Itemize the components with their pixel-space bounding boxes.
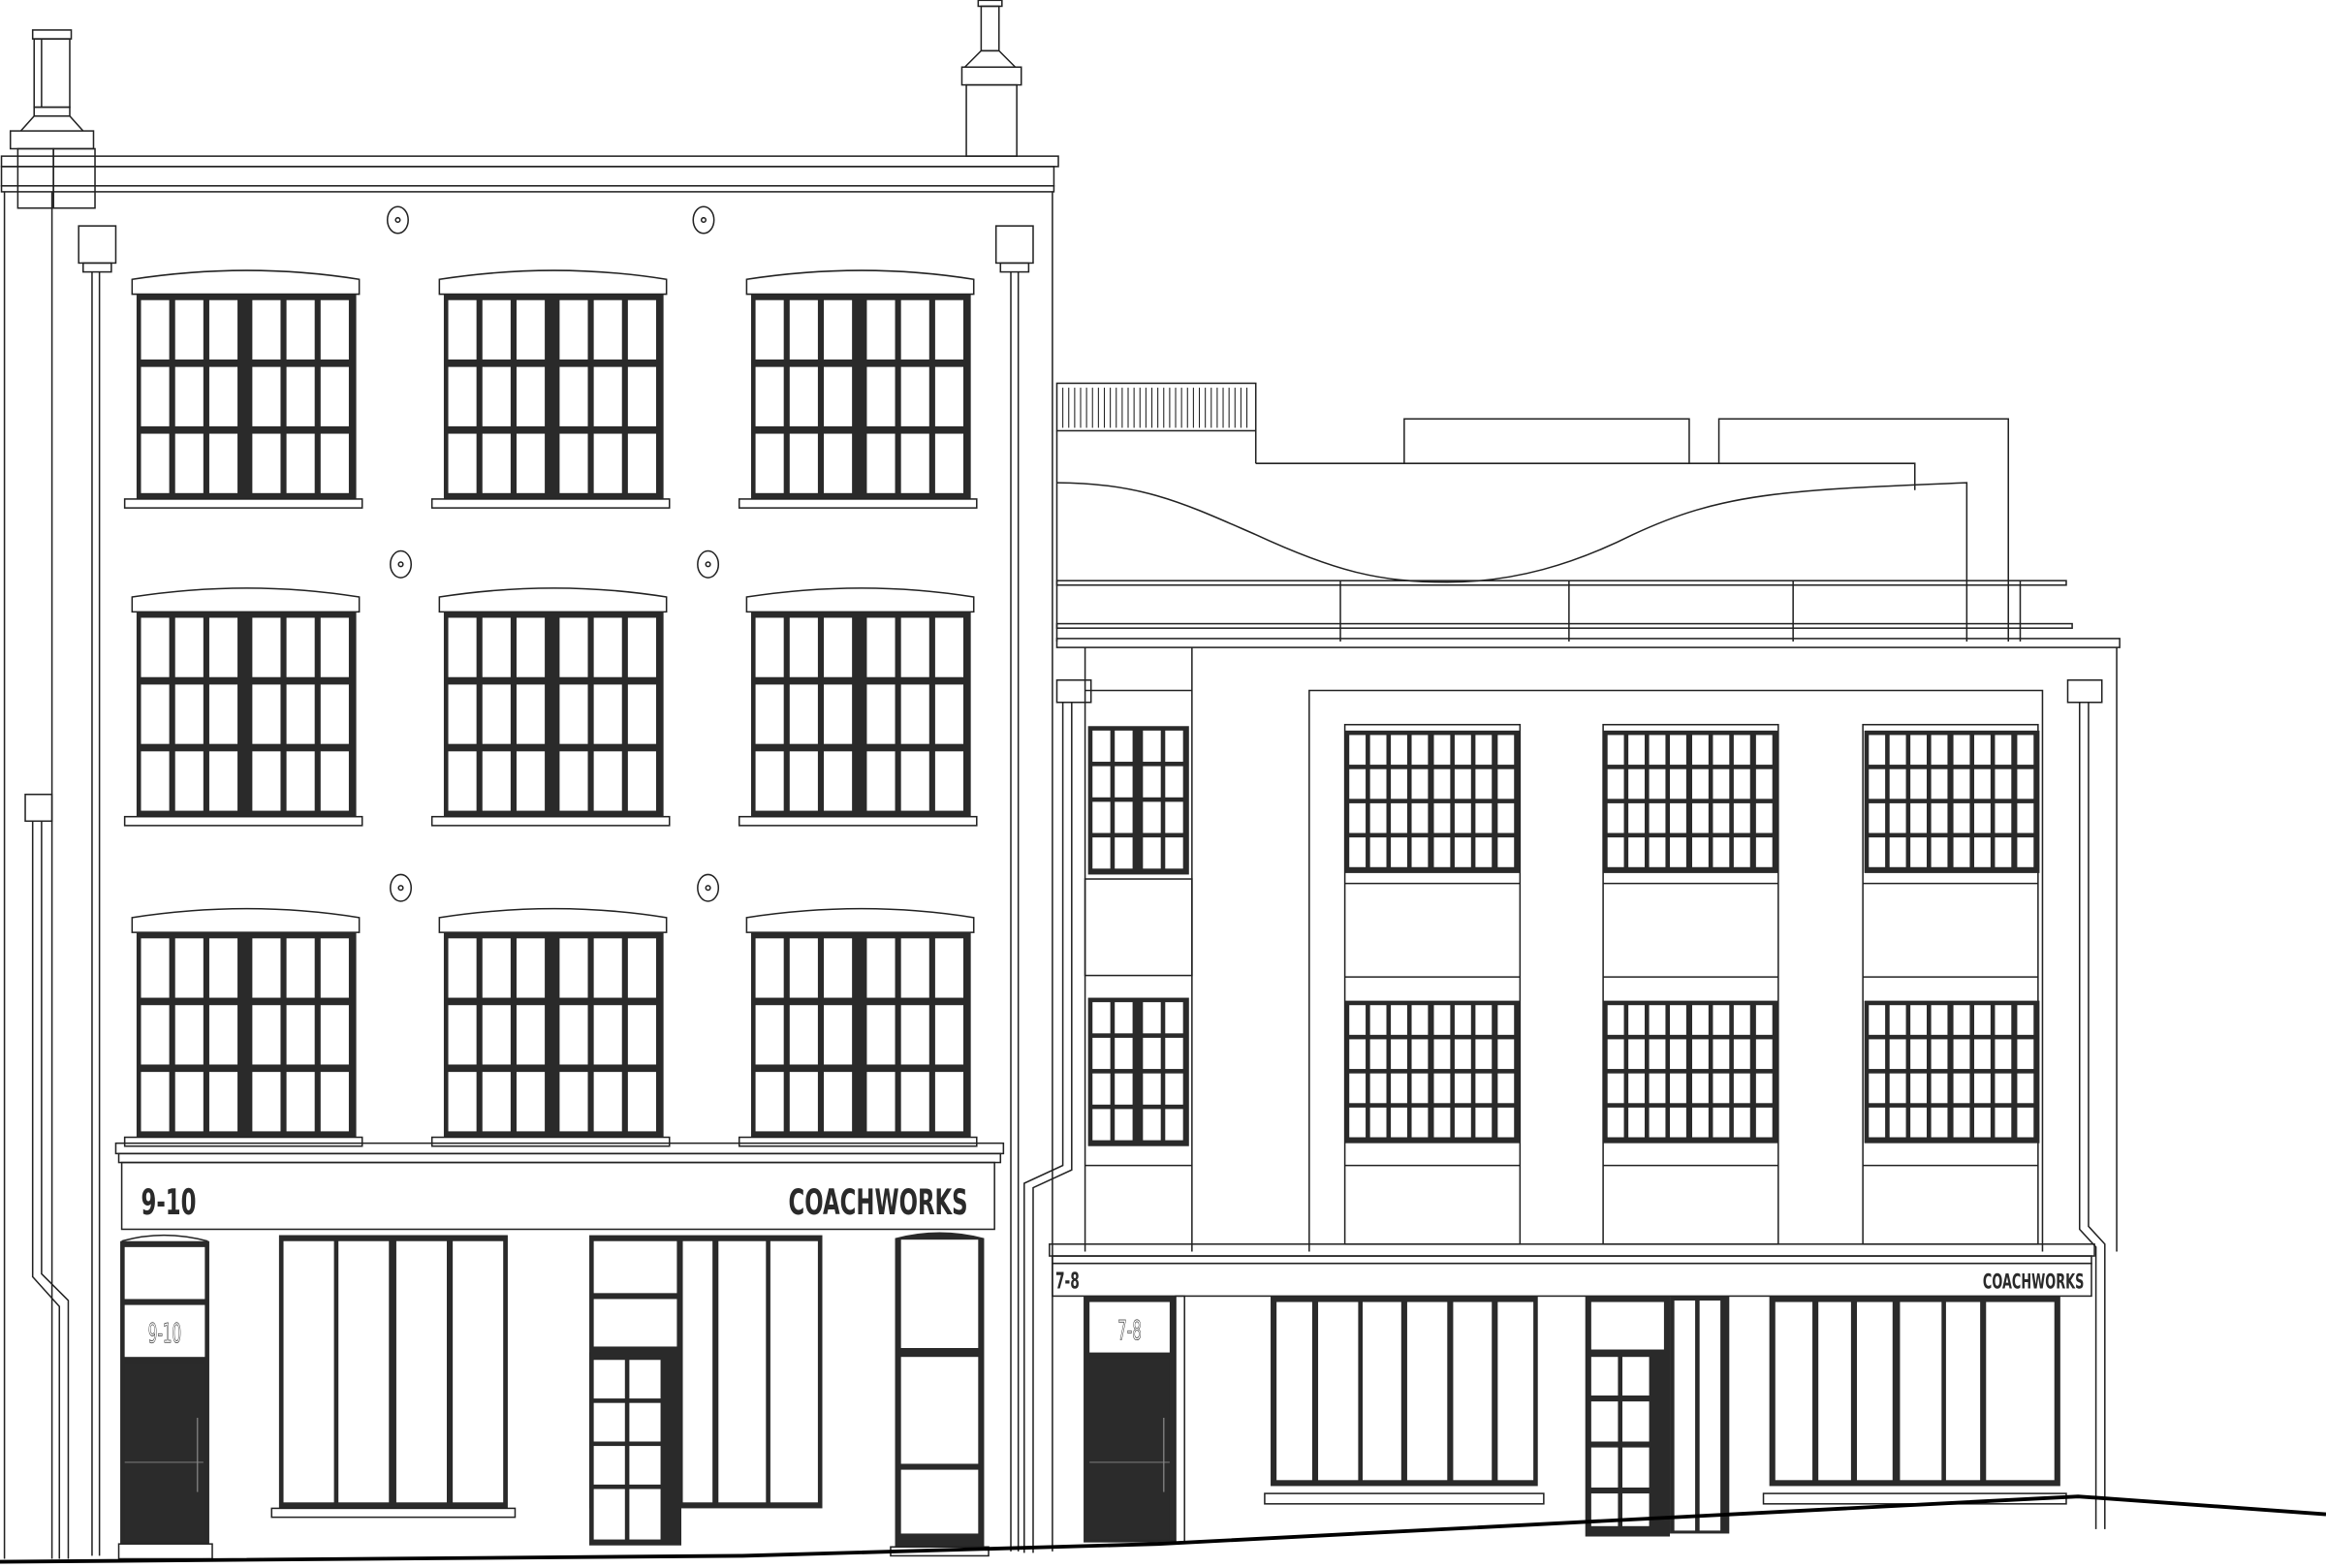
fascia-name: COACHWORKS — [1983, 1271, 2084, 1295]
window — [1864, 1000, 2040, 1144]
right-window-row-2 — [1087, 997, 2040, 1146]
left-facade — [3, 191, 1053, 1559]
left-side-downpipe — [24, 793, 70, 1559]
left-tall-door — [890, 1232, 990, 1557]
fascia-number: 7-8 — [1055, 1269, 1080, 1295]
window — [1603, 730, 1778, 873]
roof-louvre — [1055, 382, 1257, 432]
window — [738, 269, 978, 509]
right-entrance-door: 7-8 — [1084, 1295, 1185, 1544]
window — [430, 907, 671, 1147]
chimney-right — [960, 0, 1022, 157]
door-transom-number: 9-10 — [148, 1318, 181, 1349]
window — [123, 269, 363, 509]
window — [1864, 730, 2040, 873]
left-entrance-door: 9-10 — [117, 1234, 213, 1560]
wall-plates — [386, 205, 720, 902]
fascia-number: 9-10 — [141, 1183, 197, 1224]
left-window-row-2 — [123, 587, 978, 827]
window — [430, 587, 671, 827]
window — [1344, 730, 1521, 873]
left-fascia: 9-10 COACHWORKS — [114, 1142, 1005, 1231]
right-shop-window-2 — [1762, 1296, 2067, 1505]
right-shop-door-group — [1585, 1296, 1730, 1537]
left-shop-window-2 — [589, 1235, 823, 1546]
window — [1603, 1000, 1778, 1144]
left-cornice — [0, 155, 1059, 193]
right-downpipe-2 — [2066, 679, 2106, 1529]
window — [1087, 726, 1189, 875]
right-downpipe-1 — [1023, 679, 1092, 1553]
window — [430, 269, 671, 509]
left-building: 9-10 COACHWORKS 9-10 — [0, 0, 1059, 1560]
left-downpipe-2 — [994, 225, 1034, 1552]
window — [1087, 997, 1189, 1146]
left-shop-window-1 — [270, 1235, 517, 1519]
window — [1344, 1000, 1521, 1144]
right-shop-window-1 — [1264, 1296, 1545, 1505]
window — [738, 907, 978, 1147]
chimney-left — [9, 29, 96, 209]
window — [123, 587, 363, 827]
right-fascia: 7-8 COACHWORKS — [1049, 1243, 2095, 1298]
fascia-name: COACHWORKS — [789, 1183, 968, 1224]
roof-structures — [1055, 418, 2073, 642]
ground-line — [0, 1494, 2326, 1564]
right-building: 7-8 COACHWORKS 7-8 — [1023, 382, 2121, 1553]
left-window-row-3 — [123, 907, 978, 1147]
right-window-row-1 — [1087, 726, 2040, 875]
window — [123, 907, 363, 1147]
right-cornice — [1055, 638, 2121, 1252]
left-window-row-1 — [123, 269, 978, 509]
left-downpipe-1 — [78, 225, 117, 1556]
window — [738, 587, 978, 827]
door-transom-number: 7-8 — [1117, 1315, 1142, 1346]
